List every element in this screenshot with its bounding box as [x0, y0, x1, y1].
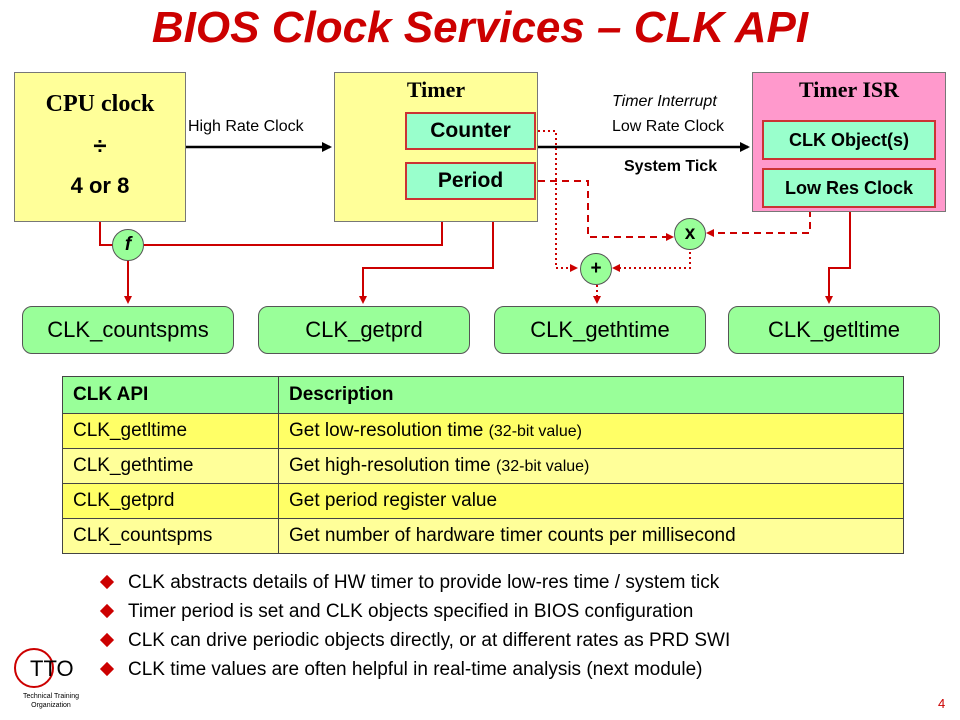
table-row: CLK_gethtime Get high-resolution time (3… — [62, 448, 904, 484]
system-tick-label: System Tick — [624, 158, 718, 175]
api-getprd: CLK_getprd — [258, 306, 470, 354]
table-cell-description: Get period register value — [278, 483, 904, 519]
clk-objects-box: CLK Object(s) — [762, 120, 936, 160]
multiply-operator: x — [674, 218, 706, 250]
period-to-multiply — [538, 180, 674, 241]
bullet-item: CLK abstracts details of HW timer to pro… — [100, 568, 730, 597]
low-rate-label: Low Rate Clock — [612, 118, 725, 135]
logo-circle-icon — [14, 648, 54, 688]
period-box: Period — [405, 162, 536, 200]
page-title: BIOS Clock Services – CLK API — [151, 3, 809, 52]
cpu-clock-title: CPU clock — [45, 91, 155, 117]
bullet-item: CLK can drive periodic objects directly,… — [100, 626, 730, 655]
lowres-to-multiply — [706, 210, 811, 237]
table-cell-api: CLK_getprd — [62, 483, 279, 519]
bullet-list: CLK abstracts details of HW timer to pro… — [100, 568, 730, 684]
tto-logo: TTO Technical Training Organization — [8, 648, 94, 714]
desc-text: Get period register value — [289, 490, 498, 511]
table-header-description: Description — [278, 376, 904, 414]
plus-operator: + — [580, 253, 612, 285]
bullet-item: CLK time values are often helpful in rea… — [100, 655, 730, 684]
timer-title: Timer — [406, 77, 466, 102]
table-cell-api: CLK_getltime — [62, 413, 279, 449]
table-cell-description: Get low-resolution time (32-bit value) — [278, 413, 904, 449]
table-row: CLK_countspms Get number of hardware tim… — [62, 518, 904, 554]
timer-interrupt-label: Timer Interrupt — [612, 93, 717, 110]
table-cell-api: CLK_gethtime — [62, 448, 279, 484]
divide-icon: ÷ — [93, 133, 107, 160]
desc-note: (32-bit value) — [496, 458, 590, 475]
logo-text: TTO — [30, 656, 74, 681]
table-cell-description: Get high-resolution time (32-bit value) — [278, 448, 904, 484]
bullet-item: Timer period is set and CLK objects spec… — [100, 597, 730, 626]
isr-to-getltime — [825, 210, 851, 304]
page-number: 4 — [938, 696, 946, 711]
table-row: CLK_getltime Get low-resolution time (32… — [62, 413, 904, 449]
f-operator: f — [112, 229, 144, 261]
cpu-clock-ratio: 4 or 8 — [70, 173, 130, 198]
counter-to-plus — [538, 130, 578, 272]
table-header-api: CLK API — [62, 376, 279, 414]
table-cell-api: CLK_countspms — [62, 518, 279, 554]
table-cell-description: Get number of hardware timer counts per … — [278, 518, 904, 554]
period-to-getprd — [359, 202, 494, 304]
api-gethtime: CLK_gethtime — [494, 306, 706, 354]
api-countspms: CLK_countspms — [22, 306, 234, 354]
api-getltime: CLK_getltime — [728, 306, 940, 354]
counter-box: Counter — [405, 112, 536, 150]
desc-text: Get low-resolution time — [289, 420, 484, 441]
desc-note: (32-bit value) — [488, 423, 582, 440]
cpu-clock-box: CPU clock ÷ 4 or 8 — [14, 72, 186, 222]
table-row: CLK_getprd Get period register value — [62, 483, 904, 519]
desc-text: Get high-resolution time — [289, 455, 491, 476]
high-rate-label: High Rate Clock — [188, 118, 304, 135]
table-header-row: CLK API Description — [62, 376, 904, 414]
multiply-to-plus — [612, 252, 691, 272]
low-res-clock-box: Low Res Clock — [762, 168, 936, 208]
clk-api-table: CLK API Description CLK_getltime Get low… — [62, 376, 904, 554]
timer-isr-title: Timer ISR — [798, 77, 900, 102]
logo-org-text: Technical Training Organization — [22, 693, 80, 709]
desc-text: Get number of hardware timer counts per … — [289, 525, 736, 546]
